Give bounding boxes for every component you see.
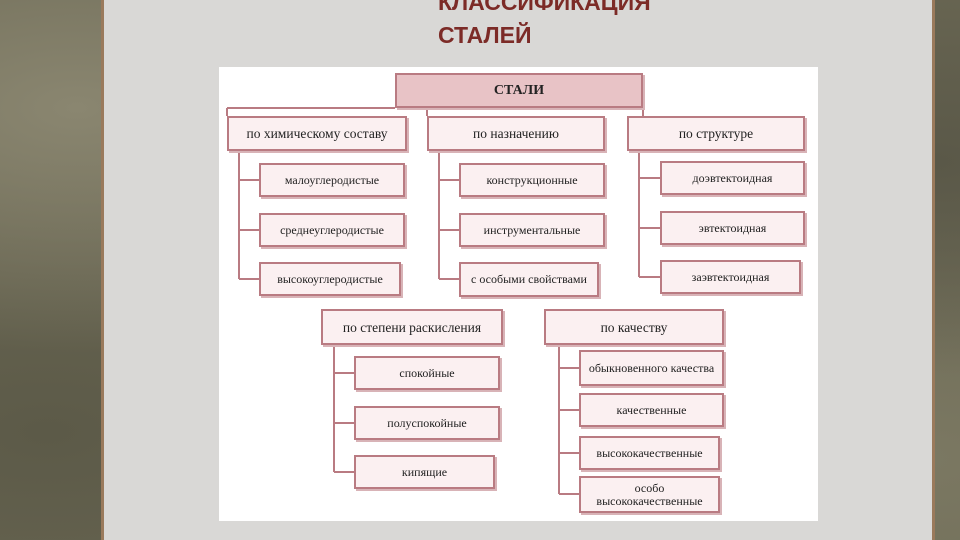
slide-title: КЛАССИФИКАЦИЯ СТАЛЕЙ: [438, 0, 651, 52]
classification-diagram: СТАЛИ по химическому составу малоуглерод…: [219, 67, 818, 521]
category-purpose: по назначению: [427, 116, 605, 151]
item-rimmed: кипящие: [354, 455, 495, 489]
root-node-steels: СТАЛИ: [395, 73, 643, 108]
item-structural: конструкционные: [459, 163, 605, 197]
item-tool: инструментальные: [459, 213, 605, 247]
item-medium-carbon: среднеуглеродистые: [259, 213, 405, 247]
item-low-carbon: малоуглеродистые: [259, 163, 405, 197]
category-chemical-composition: по химическому составу: [227, 116, 407, 151]
title-line-2: СТАЛЕЙ: [438, 22, 532, 48]
item-special-properties: с особыми свойствами: [459, 262, 599, 297]
title-line-1: КЛАССИФИКАЦИЯ: [438, 0, 651, 15]
item-extra-high-quality: особо высококачественные: [579, 476, 720, 513]
item-ordinary-quality: обыкновенного качества: [579, 350, 724, 386]
item-hypoeutectoid: доэвтектоидная: [660, 161, 805, 195]
item-quality: качественные: [579, 393, 724, 427]
item-high-carbon: высокоуглеродистые: [259, 262, 401, 296]
category-quality: по качеству: [544, 309, 724, 345]
item-killed: спокойные: [354, 356, 500, 390]
category-deoxidation: по степени раскисления: [321, 309, 503, 345]
item-eutectoid: эвтектоидная: [660, 211, 805, 245]
item-hypereutectoid: заэвтектоидная: [660, 260, 801, 294]
category-structure: по структуре: [627, 116, 805, 151]
item-high-quality: высококачественные: [579, 436, 720, 470]
connector-lines: [226, 107, 660, 495]
item-semi-killed: полуспокойные: [354, 406, 500, 440]
